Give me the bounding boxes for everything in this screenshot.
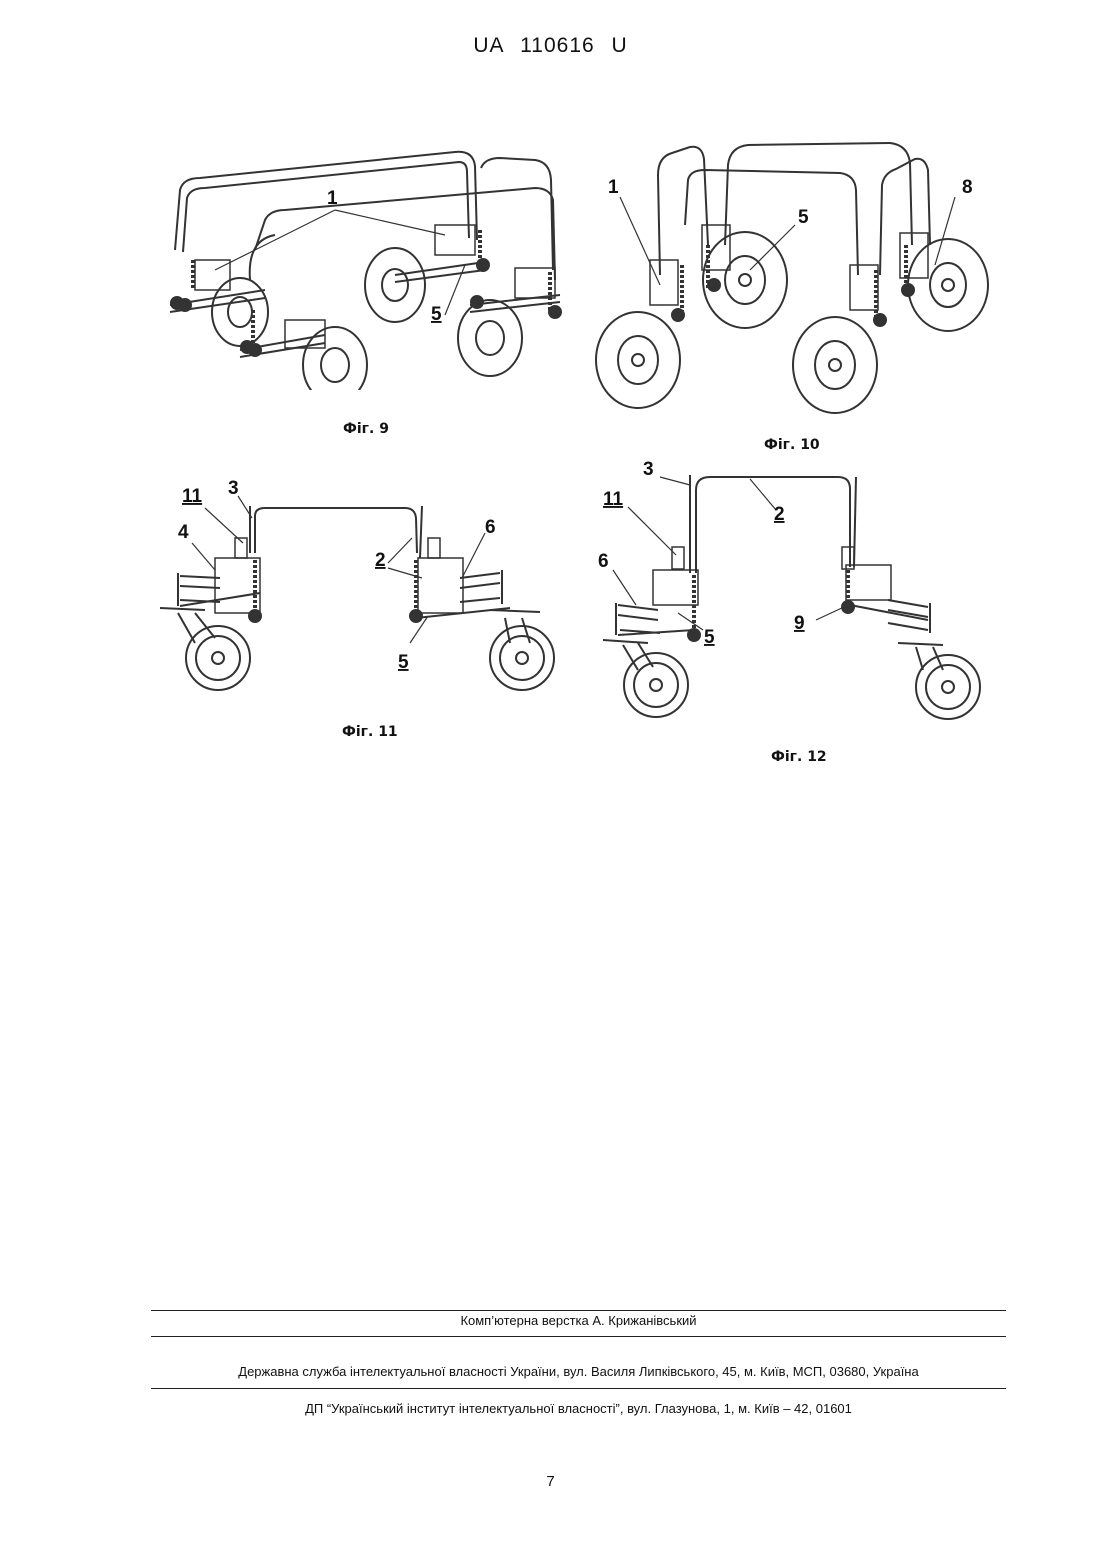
figure-10-label-5: 5 <box>798 207 809 228</box>
figure-9-label-5: 5 <box>431 304 442 325</box>
figure-12-caption: Фіг. 12 <box>771 749 827 765</box>
figure-10-label-1: 1 <box>608 177 619 198</box>
figure-9-label-1: 1 <box>327 188 338 209</box>
patent-number-header: UA 110616 U <box>0 34 1101 58</box>
figure-9-drawing: 1 5 <box>155 140 575 390</box>
figure-12-drawing: 3 2 11 6 5 9 <box>598 455 998 725</box>
footer-rule-bottom <box>151 1388 1006 1389</box>
figure-12-label-11: 11 <box>603 489 624 510</box>
figure-12-label-6: 6 <box>598 551 609 572</box>
figure-12-label-2: 2 <box>774 504 785 525</box>
figure-10-drawing: 1 5 8 <box>590 135 1000 415</box>
figure-11-label-3: 3 <box>228 478 239 499</box>
agency-address: Державна служба інтелектуальної власност… <box>151 1364 1006 1379</box>
institute-address: ДП “Український інститут інтелектуальної… <box>151 1401 1006 1416</box>
figure-11-label-6: 6 <box>485 517 496 538</box>
figure-11-caption: Фіг. 11 <box>342 724 398 740</box>
figure-11-label-5: 5 <box>398 652 409 673</box>
footer-rule-middle <box>151 1336 1006 1337</box>
figure-11-label-2: 2 <box>375 550 386 571</box>
figure-10-caption: Фіг. 10 <box>764 437 820 453</box>
figure-9-caption: Фіг. 9 <box>343 421 389 437</box>
typesetting-credit: Комп’ютерна верстка А. Крижанівський <box>151 1313 1006 1328</box>
figure-12-label-9: 9 <box>794 613 805 634</box>
figure-11-label-11: 11 <box>182 486 203 507</box>
figure-11-drawing: 11 3 4 2 6 5 <box>160 478 580 703</box>
footer-rule-top <box>151 1310 1006 1311</box>
page-number: 7 <box>0 1473 1101 1490</box>
figure-10-label-8: 8 <box>962 177 973 198</box>
figure-12-label-3: 3 <box>643 459 654 480</box>
figure-11-label-4: 4 <box>178 522 189 543</box>
figure-12-label-5: 5 <box>704 627 715 648</box>
